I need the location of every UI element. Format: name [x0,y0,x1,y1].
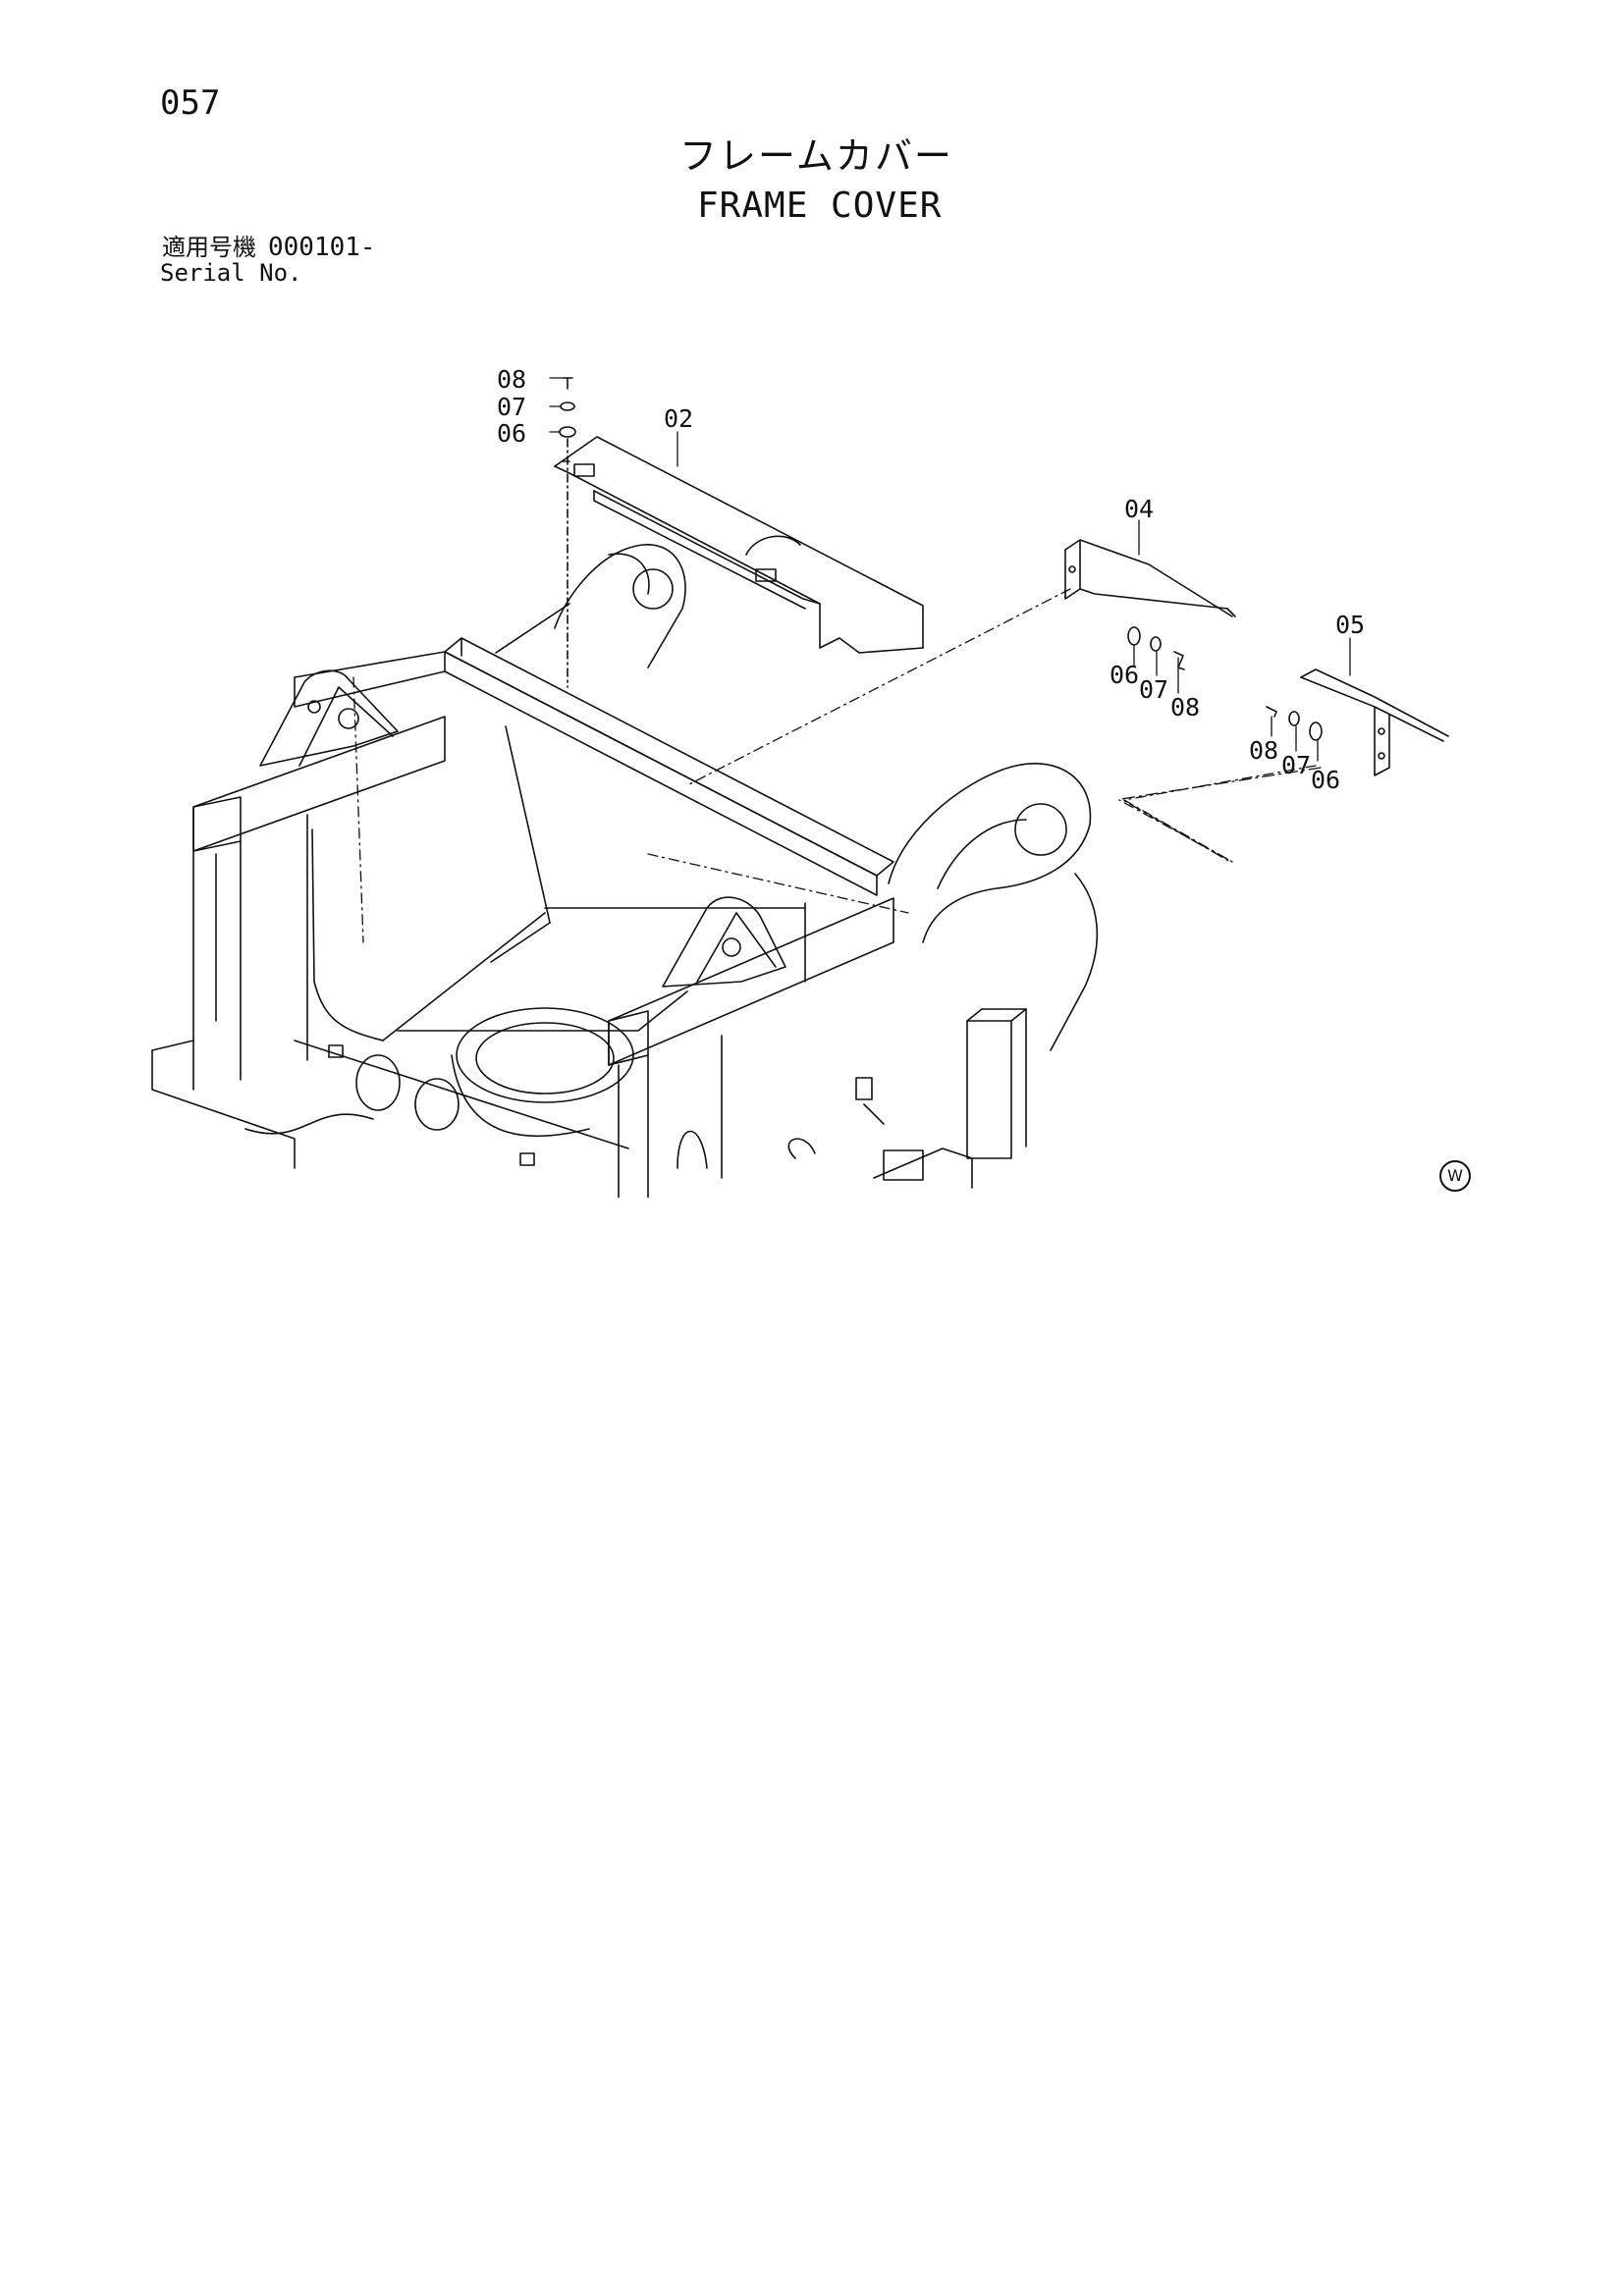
rear-lug [495,544,686,668]
callout-07: 07 [1281,751,1312,779]
frame-cover-exploded-diagram [151,377,1449,1198]
callout-06: 06 [1311,766,1341,794]
callout-06: 06 [1110,661,1140,689]
callout-06: 06 [497,419,527,448]
right-end-block [608,897,894,1198]
callout-04: 04 [1124,495,1155,523]
page-number: 057 [160,83,221,123]
right-lug [662,896,786,988]
hardware-set-cover-04 [1127,626,1185,670]
right-boom-lug [888,763,1099,1051]
left-lug-bracket [259,669,399,767]
right-column-block [855,1008,1027,1189]
serial-value: 000101- [268,233,376,262]
title-japanese: フレームカバー [679,134,953,178]
serial-label-english: Serial No. [160,259,302,287]
callout-02: 02 [664,404,694,433]
hardware-set-cover-02 [559,377,576,688]
callout-08: 08 [1249,736,1279,765]
callout-05: 05 [1335,611,1366,639]
frame-cover-05 [1300,668,1449,776]
inner-frame-walls [311,725,806,1041]
side-wall-holes [294,1040,629,1166]
callout-08: 08 [497,365,527,394]
upper-cross-beam [294,637,894,896]
callout-07: 07 [1139,675,1169,704]
callout-07: 07 [497,393,527,421]
reference-lines [352,588,1317,943]
w-circle-mark: W [1439,1160,1471,1192]
reference-line-cover-05 [1120,767,1322,863]
frame-cover-04 [1064,539,1236,617]
frame-cover-02 [554,436,924,654]
callout-08: 08 [1170,693,1201,721]
hardware-set-cover-05 [1266,706,1323,741]
swing-bearing-ring [451,1007,634,1137]
serial-label-japanese: 適用号機 [162,234,256,261]
left-frame-block [151,716,446,1169]
leader-lines [549,377,1351,762]
title-english: FRAME COVER [697,186,943,226]
